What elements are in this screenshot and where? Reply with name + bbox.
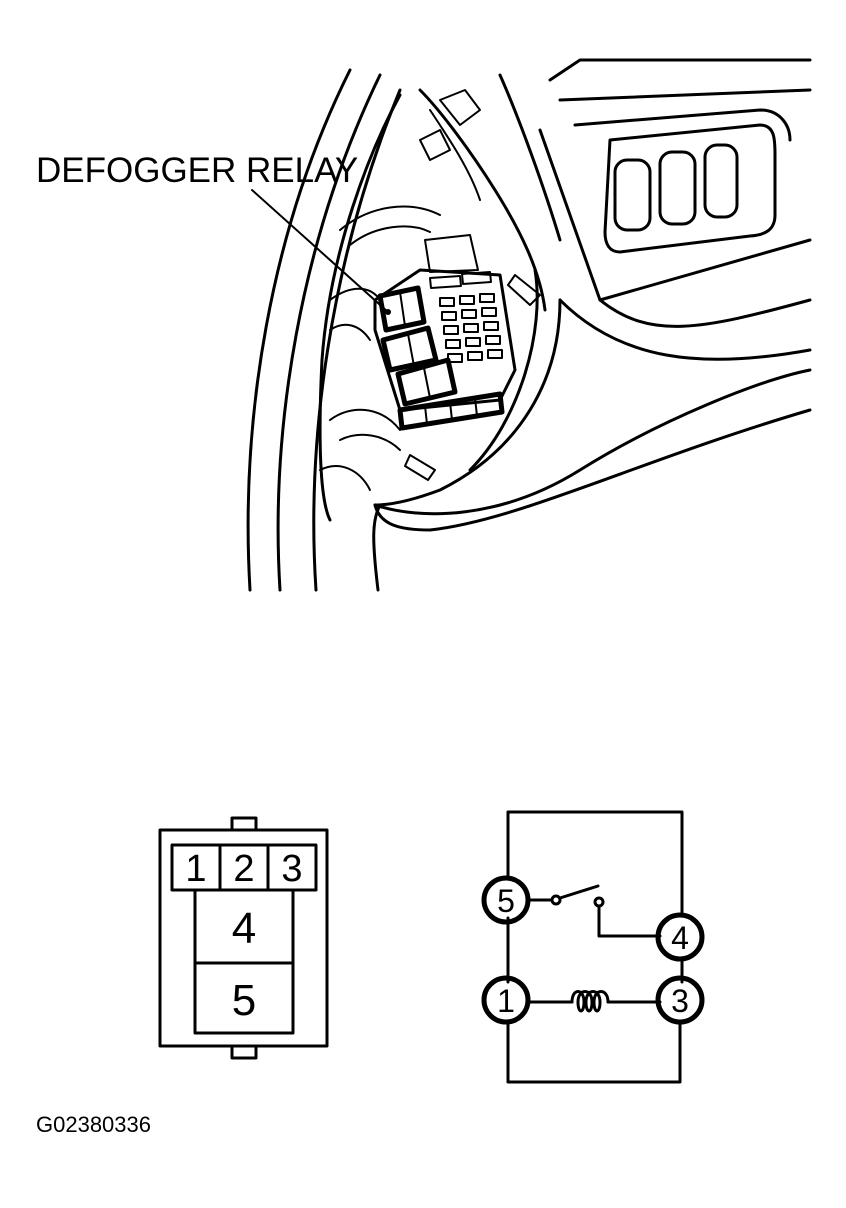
circuit-terminal-5: 5 [497,883,515,919]
callout-leader-dot [385,309,391,315]
terminal-label-4: 4 [232,904,256,953]
dashboard-illustration [246,58,812,592]
callout-leader-line [251,189,389,313]
relay-circuit-schematic [481,810,705,1084]
relay-sockets [377,285,505,431]
circuit-terminal-1: 1 [497,983,515,1019]
terminal-label-3: 3 [281,848,302,890]
terminal-label-5: 5 [232,976,256,1025]
fuse-slots [439,293,503,363]
figure-id: G02380336 [36,1112,151,1137]
terminal-label-2: 2 [233,848,254,890]
circuit-terminal-4: 4 [671,920,689,956]
defogger-relay-label: DEFOGGER RELAY [36,151,358,190]
circuit-terminal-3: 3 [671,983,689,1019]
terminal-label-1: 1 [185,848,206,890]
relay-connector-view [158,816,329,1060]
